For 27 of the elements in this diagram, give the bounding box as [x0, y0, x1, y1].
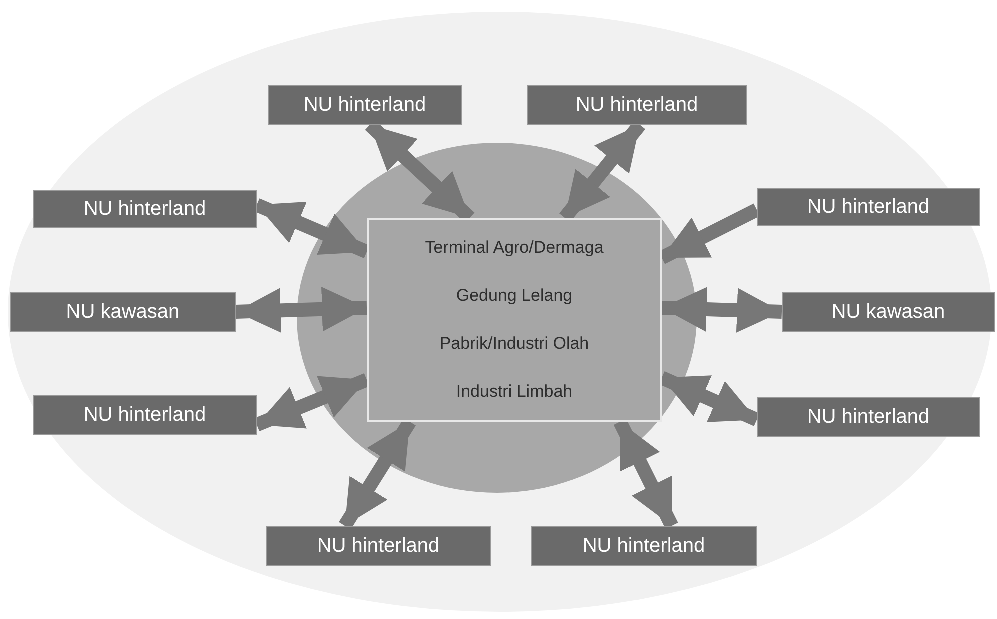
double-arrow [662, 287, 782, 333]
facility-label: Gedung Lelang [456, 285, 573, 308]
region-box [268, 85, 462, 125]
region-box [33, 395, 257, 435]
region-label: NU hinterland [807, 195, 930, 220]
region-box [266, 526, 491, 566]
region-box [782, 292, 995, 332]
region-label: NU kawasan [832, 300, 946, 325]
region-label: NU kawasan [66, 300, 180, 325]
facility-label: Pabrik/Industri Olah [440, 333, 590, 356]
region-label: NU hinterland [317, 534, 440, 559]
region-box [531, 526, 757, 566]
facility-label: Industri Limbah [456, 381, 573, 404]
region-box [33, 190, 257, 228]
center-box [367, 218, 662, 422]
region-label: NU hinterland [582, 534, 706, 559]
region-box [757, 397, 980, 437]
region-box [10, 292, 236, 332]
region-label: NU hinterland [304, 93, 426, 118]
region-label: NU hinterland [84, 197, 206, 222]
region-box [527, 85, 747, 125]
double-arrow [236, 286, 368, 333]
region-label: NU hinterland [807, 405, 930, 430]
region-label: NU hinterland [84, 403, 206, 428]
facility-label: Terminal Agro/Dermaga [425, 237, 604, 260]
region-box [757, 188, 980, 226]
region-label: NU hinterland [576, 93, 698, 118]
